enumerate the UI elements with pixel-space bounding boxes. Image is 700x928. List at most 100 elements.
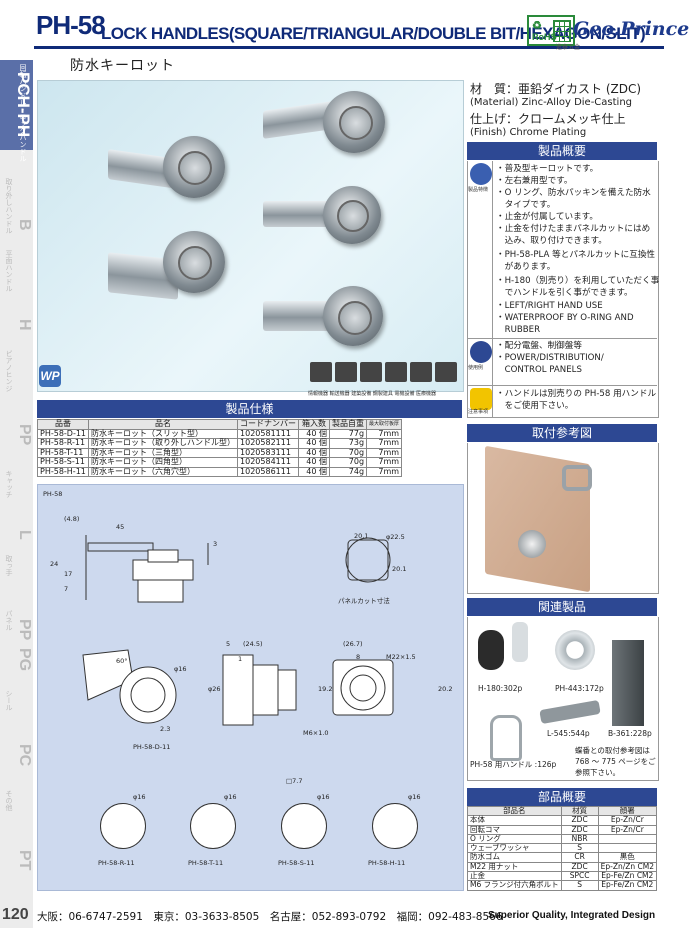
usage-label: 建築設備 <box>351 391 372 397</box>
table-header: 製品自重 <box>329 419 368 430</box>
feature-line: ・H-180（別売り）を利用していただく事 <box>496 276 660 286</box>
side-tab-b[interactable]: B <box>16 219 33 231</box>
truck-icon <box>335 362 357 382</box>
product-subtitle: 防水キーロット <box>70 58 175 74</box>
rohs-label: RoHS <box>532 32 557 42</box>
overview-title: 製品概要 <box>467 142 657 160</box>
grid-icon <box>553 20 571 42</box>
ph443-image <box>555 630 595 670</box>
finish-en: (Finish) Chrome Plating <box>470 127 587 138</box>
view-circle-h <box>372 803 418 849</box>
mounted-lock <box>518 530 546 558</box>
side-tab-pt[interactable]: PT <box>16 849 33 871</box>
overview-separator <box>467 385 657 386</box>
dim-label: □7.7 <box>286 777 303 785</box>
side-tab-h[interactable]: H <box>16 319 33 331</box>
page-number: 120 <box>2 906 29 923</box>
usage-labels: 情報機器 輸送機器 建築設備 鋼製建具 電機設備 医療機器 <box>308 390 436 397</box>
usage-label: 輸送機器 <box>329 391 350 397</box>
side-tab-label: ピアノヒンジ <box>5 350 13 392</box>
related-item-ph58-handle[interactable]: PH-58 用ハンドル :126p <box>470 760 557 769</box>
related-note: 768 ～ 775 ページをご <box>575 757 656 766</box>
side-index <box>0 60 33 928</box>
feature-line: RUBBER <box>496 325 541 335</box>
table-header: 品番 <box>36 419 90 430</box>
brand-logo: Geo.Prince <box>573 18 690 40</box>
side-tab-pc[interactable]: PC <box>16 743 33 767</box>
h180-image <box>478 630 504 670</box>
ph58-handle-image <box>490 715 522 761</box>
side-tab-l[interactable]: L <box>16 530 33 540</box>
use-line: ・POWER/DISTRIBUTION/ <box>496 353 604 363</box>
feature-label: 製品特徴 <box>468 187 489 193</box>
table-header: 箱入数 <box>298 419 331 430</box>
dim-label: 7 <box>64 585 69 593</box>
dim-label: 2.3 <box>160 725 171 733</box>
view-circle-r <box>100 803 146 849</box>
page-title: LOCK HANDLES(SQUARE/TRIANGULAR/DOUBLE BI… <box>101 24 646 43</box>
feature-line: ・左右兼用型です。 <box>496 176 573 186</box>
related-note: 参照下さい。 <box>575 768 620 777</box>
usage-icons <box>310 362 460 388</box>
dim-label: φ22.5 <box>386 533 405 541</box>
dim-label: (4.8) <box>64 515 80 523</box>
view-label: PH-58-R-11 <box>98 859 135 867</box>
b361-image <box>612 640 644 726</box>
finish-jp: 仕上げ：クロームメッキ仕上 <box>470 112 626 126</box>
overview-separator <box>467 338 657 339</box>
dim-label: (24.5) <box>243 640 263 648</box>
bulb-icon <box>470 163 492 185</box>
related-item-h180[interactable]: H-180:302p <box>478 684 523 693</box>
side-tab-pg[interactable]: PG <box>16 648 33 672</box>
dim-label: 8 <box>356 653 361 661</box>
related-item-b361[interactable]: B-361:228p <box>608 729 652 738</box>
feature-line: タイプです。 <box>496 200 556 210</box>
related-item-ph443[interactable]: PH-443:172p <box>555 684 604 693</box>
feature-line: ・O リング、防水パッキンを備えた防水 <box>496 188 651 198</box>
side-tab-pp[interactable]: PP <box>16 424 33 446</box>
dim-label: M22×1.5 <box>386 653 416 661</box>
note-line: をご使用下さい。 <box>496 401 574 411</box>
side-tab-label: 平面ハンドル <box>5 250 13 292</box>
side-tab-label: 取っ手 <box>5 555 13 576</box>
usage-label: 電機設備 <box>394 391 415 397</box>
medical-icon <box>435 362 457 382</box>
nut-part <box>562 465 592 491</box>
side-tab-label: その他 <box>5 790 13 811</box>
spec-table: 品番 品名 コードナンバー 箱入数 製品自重 最大取付板厚 PH-58-D-11… <box>36 419 403 477</box>
related-title: 関連製品 <box>467 598 657 616</box>
computer-icon <box>310 362 332 382</box>
side-tab-pp2[interactable]: PP <box>16 619 33 641</box>
side-tab-label: 取り外しハンドル <box>5 178 13 234</box>
mounting-title: 取付参考図 <box>467 424 657 442</box>
brand-logo-sub: 進泰五金 <box>556 44 581 51</box>
dim-label: 24 <box>50 560 59 568</box>
view-label: PH-58-H-11 <box>368 859 406 867</box>
view-circle-t <box>190 803 236 849</box>
spec-title: 製品仕様 <box>37 400 462 418</box>
note-line: ・ハンドルは別売りの PH-58 用ハンドル <box>496 389 657 399</box>
dim-label: 45 <box>116 523 125 531</box>
table-header: 品名 <box>88 419 239 430</box>
footer-slogan: Superior Quality, Integrated Design <box>488 910 656 921</box>
dim-label: φ16 <box>224 793 237 801</box>
h180-pin-image <box>512 622 528 662</box>
view-label: PH-58-S-11 <box>278 859 315 867</box>
dim-label: パネルカット寸法 <box>338 597 390 605</box>
dim-label: 1 <box>238 655 243 663</box>
footer-offices: 大阪：06-6747-2591 東京：03-3633-8505 名古屋：052-… <box>37 911 503 923</box>
dim-label: φ16 <box>174 665 187 673</box>
material-jp: 材 質：亜鉛ダイカスト (ZDC) <box>470 82 642 96</box>
note-label: 注意事項 <box>468 409 489 415</box>
technical-drawing: PH-58 45 (4.8) 3 24 <box>37 484 464 891</box>
related-item-l545[interactable]: L-545:544p <box>547 729 590 738</box>
side-tab-pch-ph[interactable]: PCH-PH <box>0 60 33 150</box>
table-header: コードナンバー <box>237 419 300 430</box>
feature-line: 込み、取り付けできます。 <box>496 236 607 246</box>
feature-line: ・LEFT/RIGHT HAND USE <box>496 301 603 311</box>
